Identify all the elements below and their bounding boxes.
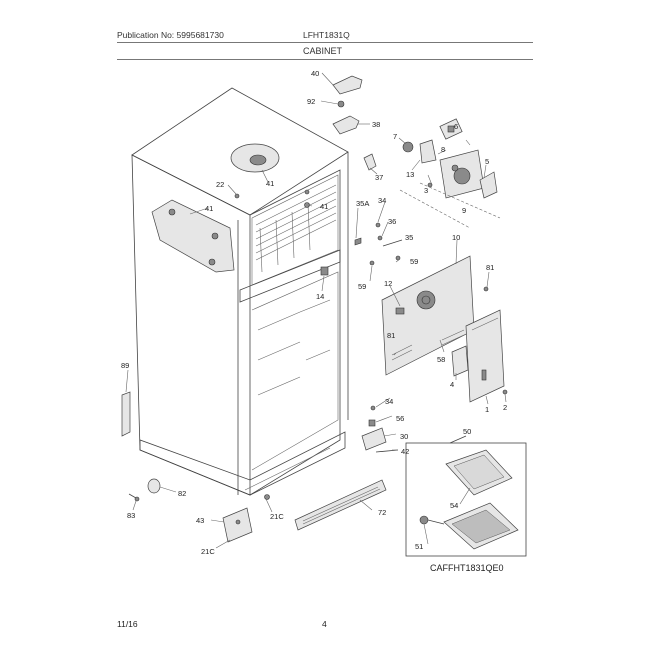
- top-cover-part: [332, 75, 363, 95]
- callout-92: 92: [307, 97, 315, 106]
- toe-grille-part: [294, 479, 387, 531]
- callout-34-lower: 34: [385, 397, 393, 406]
- thermostat-part: [320, 266, 329, 276]
- section-rule: [117, 59, 533, 60]
- callout-1: 1: [485, 405, 489, 414]
- callout-14: 14: [316, 292, 324, 301]
- callout-81-lower: 81: [387, 331, 395, 340]
- hinge-cover-part: [332, 115, 360, 135]
- callout-82: 82: [178, 489, 186, 498]
- page-number: 4: [322, 619, 327, 629]
- callout-43: 43: [196, 516, 204, 525]
- callout-9: 9: [462, 206, 466, 215]
- leveler-part: [147, 478, 161, 494]
- hinge-bracket-part: [222, 507, 253, 543]
- header-rule: [117, 42, 533, 43]
- callout-4: 4: [450, 380, 454, 389]
- callout-12: 12: [384, 279, 392, 288]
- footer-date: 11/16: [117, 619, 138, 629]
- callout-34: 34: [378, 196, 386, 205]
- ice-tray-box: [405, 435, 527, 557]
- callout-13: 13: [406, 170, 414, 179]
- cabinet-body: [131, 87, 349, 496]
- insulation-part: [151, 199, 235, 273]
- callout-40: 40: [311, 69, 319, 78]
- callout-41-top: 41: [266, 179, 274, 188]
- side-trim-part: [121, 391, 131, 437]
- callout-81-top: 81: [486, 263, 494, 272]
- callout-21c-right: 21C: [270, 512, 284, 521]
- callout-labels: 40 92 38 7 6 8 5 13 3 9 37 22 41 41 41 3…: [121, 69, 507, 556]
- callout-83: 83: [127, 511, 135, 520]
- bracket-part: [361, 427, 387, 451]
- screw-part: [337, 100, 345, 108]
- callout-54: 54: [450, 501, 458, 510]
- callout-41-left: 41: [205, 204, 213, 213]
- callout-8: 8: [441, 145, 445, 154]
- control-panel: [381, 255, 508, 403]
- callout-42: 42: [401, 447, 409, 456]
- callout-10: 10: [452, 233, 460, 242]
- callout-51: 51: [415, 542, 423, 551]
- callout-5: 5: [485, 157, 489, 166]
- callout-21c-bottom: 21C: [201, 547, 215, 556]
- callout-3: 3: [424, 186, 428, 195]
- callout-37: 37: [375, 173, 383, 182]
- publication-number: Publication No: 5995681730: [117, 30, 224, 40]
- callout-36: 36: [388, 217, 396, 226]
- callout-59-left: 59: [358, 282, 366, 291]
- callout-59-right: 59: [410, 257, 418, 266]
- callout-58: 58: [437, 355, 445, 364]
- callout-72: 72: [378, 508, 386, 517]
- callout-41-mid: 41: [320, 202, 328, 211]
- model-number: LFHT1831Q: [303, 30, 350, 40]
- callout-89: 89: [121, 361, 129, 370]
- callout-38: 38: [372, 120, 380, 129]
- callout-56: 56: [396, 414, 404, 423]
- callout-7: 7: [393, 132, 397, 141]
- callout-35: 35: [405, 233, 413, 242]
- control-assembly: [399, 118, 501, 229]
- callout-35a: 35A: [356, 199, 369, 208]
- callout-30: 30: [400, 432, 408, 441]
- hinge-pin-part: [363, 153, 377, 171]
- section-title: CABINET: [303, 46, 343, 56]
- callout-6: 6: [454, 122, 458, 131]
- diagram-code: CAFFHT1831QE0: [430, 563, 504, 573]
- callout-50: 50: [463, 427, 471, 436]
- callout-2: 2: [503, 403, 507, 412]
- callout-22: 22: [216, 180, 224, 189]
